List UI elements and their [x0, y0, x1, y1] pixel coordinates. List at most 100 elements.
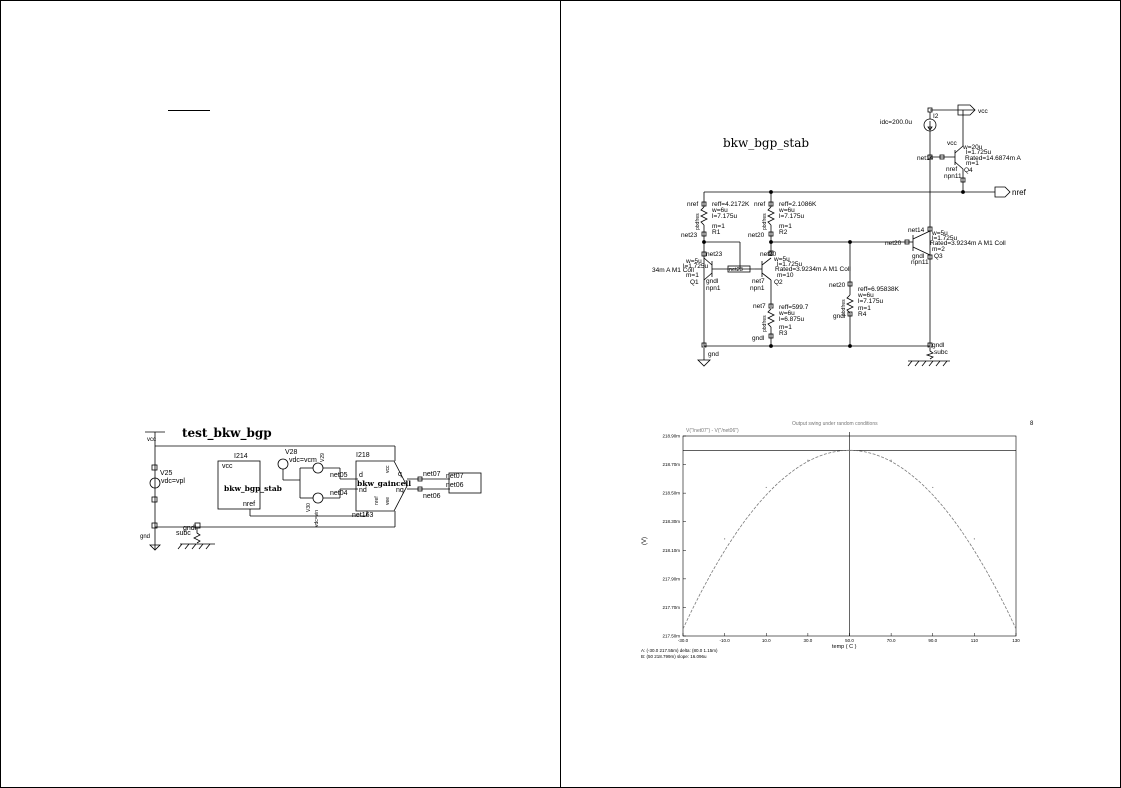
q4-model: npn11 [944, 173, 962, 180]
r2-nref: nref [754, 201, 765, 208]
q4-emitter: nref [946, 166, 957, 173]
q4-l: l=1.725u [966, 149, 992, 156]
bgp-stab-schematic: bkw_bgp_stab vcc I2 idc=200.0u vcc w=20u… [652, 104, 1027, 367]
q3-rated: Rated=3.9234m A M1 Coll [930, 240, 1006, 247]
subc-label: subc [176, 530, 191, 537]
r4-model: pbdfres [841, 299, 847, 316]
r3-w: w=6u [778, 310, 795, 317]
i218-vcc: vcc [385, 465, 391, 473]
r1-net: net23 [681, 232, 698, 239]
data-point [848, 449, 851, 451]
i218-nq: nq [396, 487, 404, 494]
i218-nd: nd [359, 487, 367, 494]
x-tick-label: 50.0 [845, 638, 854, 643]
q4-name: Q4 [964, 167, 973, 174]
r1-model: pbdfres [695, 213, 701, 230]
i214-vcc: vcc [222, 463, 233, 470]
vcc-label: vcc [147, 437, 156, 443]
y-tick-label: 217.90m [662, 576, 680, 581]
q4-base-net: net14 [917, 155, 934, 162]
r3-l: l=6.875u [779, 316, 805, 323]
r4-net: net20 [829, 282, 846, 289]
net163-label: net163 [352, 512, 374, 519]
net04-label: net04 [330, 490, 348, 497]
page-marker: 8 [1030, 421, 1034, 427]
q1-w: w=5u [685, 258, 702, 265]
q3-w: w=5u [931, 230, 948, 237]
v30-name: V30 [306, 503, 312, 512]
r3-gnd: gndl [752, 335, 765, 342]
net05-label: net05 [330, 472, 348, 479]
data-point [724, 538, 726, 540]
r3-name: R3 [779, 330, 788, 337]
series-line [682, 449, 1017, 630]
x-tick-label: 10.0 [762, 638, 771, 643]
data-point [682, 628, 684, 630]
gndl-bottom: gndl [932, 342, 945, 349]
gnd-bottom: gnd [708, 351, 719, 358]
i218-vee: vee [385, 497, 391, 505]
y-tick-label: 218.10m [662, 548, 680, 553]
q1-name: Q1 [690, 279, 699, 286]
i218-nref: nref [374, 496, 380, 505]
r4-gnd: gndl [833, 313, 846, 320]
nref-out: nref [1012, 188, 1027, 197]
net07-label: net07 [423, 471, 441, 478]
q1-gnd: gndl [706, 278, 719, 285]
y-tick-label: 218.70m [662, 462, 680, 467]
q1-model: npn1 [706, 285, 721, 292]
x-tick-label: -10.0 [719, 638, 730, 643]
x-tick-label: -30.0 [678, 638, 689, 643]
r2-net: net20 [748, 232, 765, 239]
y-tick-label: 218.90m [662, 434, 680, 439]
i218-cell: bkw_gaincell [357, 479, 411, 488]
r1-nref: nref [687, 201, 698, 208]
underline-mark [168, 110, 210, 111]
r2-m: m=1 [779, 223, 792, 230]
q3-base: net20 [885, 240, 902, 247]
i218-name: I218 [356, 452, 370, 459]
v28-name: V28 [285, 449, 298, 456]
test-schematic: test_bkw_bgp vcc V25 vdc=vpl gnd I214 vc… [140, 426, 482, 551]
test-schematic-title: test_bkw_bgp [182, 426, 272, 441]
v30-value: vdc=vin [314, 510, 320, 527]
data-point [807, 459, 809, 461]
data-point [973, 538, 975, 540]
i2-name: I2 [933, 113, 939, 120]
panel-divider [560, 0, 561, 788]
x-tick-label: 110 [971, 638, 979, 643]
q4-w: w=20u [962, 144, 983, 151]
r3-reff: reff=599.7 [779, 304, 809, 311]
x-axis-label: temp ( C ) [832, 644, 857, 650]
y-tick-label: 218.50m [662, 491, 680, 496]
r1-l: l=7.175u [712, 213, 738, 220]
y-tick-label: 217.70m [662, 605, 680, 610]
q3-gnd: gndl [912, 253, 925, 260]
q3-net: net14 [908, 227, 925, 234]
r2-model: pbdfres [762, 213, 768, 230]
r1-w: w=6u [711, 207, 728, 214]
x-tick-label: 30.0 [803, 638, 812, 643]
q4-m: m=1 [966, 160, 979, 167]
plot-title: Output swing under random conditions [792, 421, 878, 427]
net06-label: net06 [423, 493, 441, 500]
r1-reff: reff=4.2172K [712, 201, 750, 208]
data-point [765, 486, 767, 489]
i218-d: d [359, 472, 363, 479]
q2-w: w=5u [773, 256, 790, 263]
r1-m: m=1 [712, 223, 725, 230]
r2-l: l=7.175u [779, 213, 805, 220]
r3-net: net7 [753, 303, 766, 310]
q1-rated: 34m A M1 Coll [652, 267, 694, 274]
i214-name: I214 [234, 453, 248, 460]
r3-model: pbdfres [762, 315, 768, 332]
gndl-label: gndl [183, 525, 197, 532]
r2-w: w=6u [778, 207, 795, 214]
x-tick-label: 70.0 [887, 638, 896, 643]
q3-name: Q3 [934, 253, 943, 260]
q1-net: net23 [706, 251, 723, 258]
data-point [890, 459, 892, 461]
cursor-b-readout: B: (50 218.799m) slope: 16.096u [641, 654, 707, 659]
out1-label: net07 [446, 473, 464, 480]
